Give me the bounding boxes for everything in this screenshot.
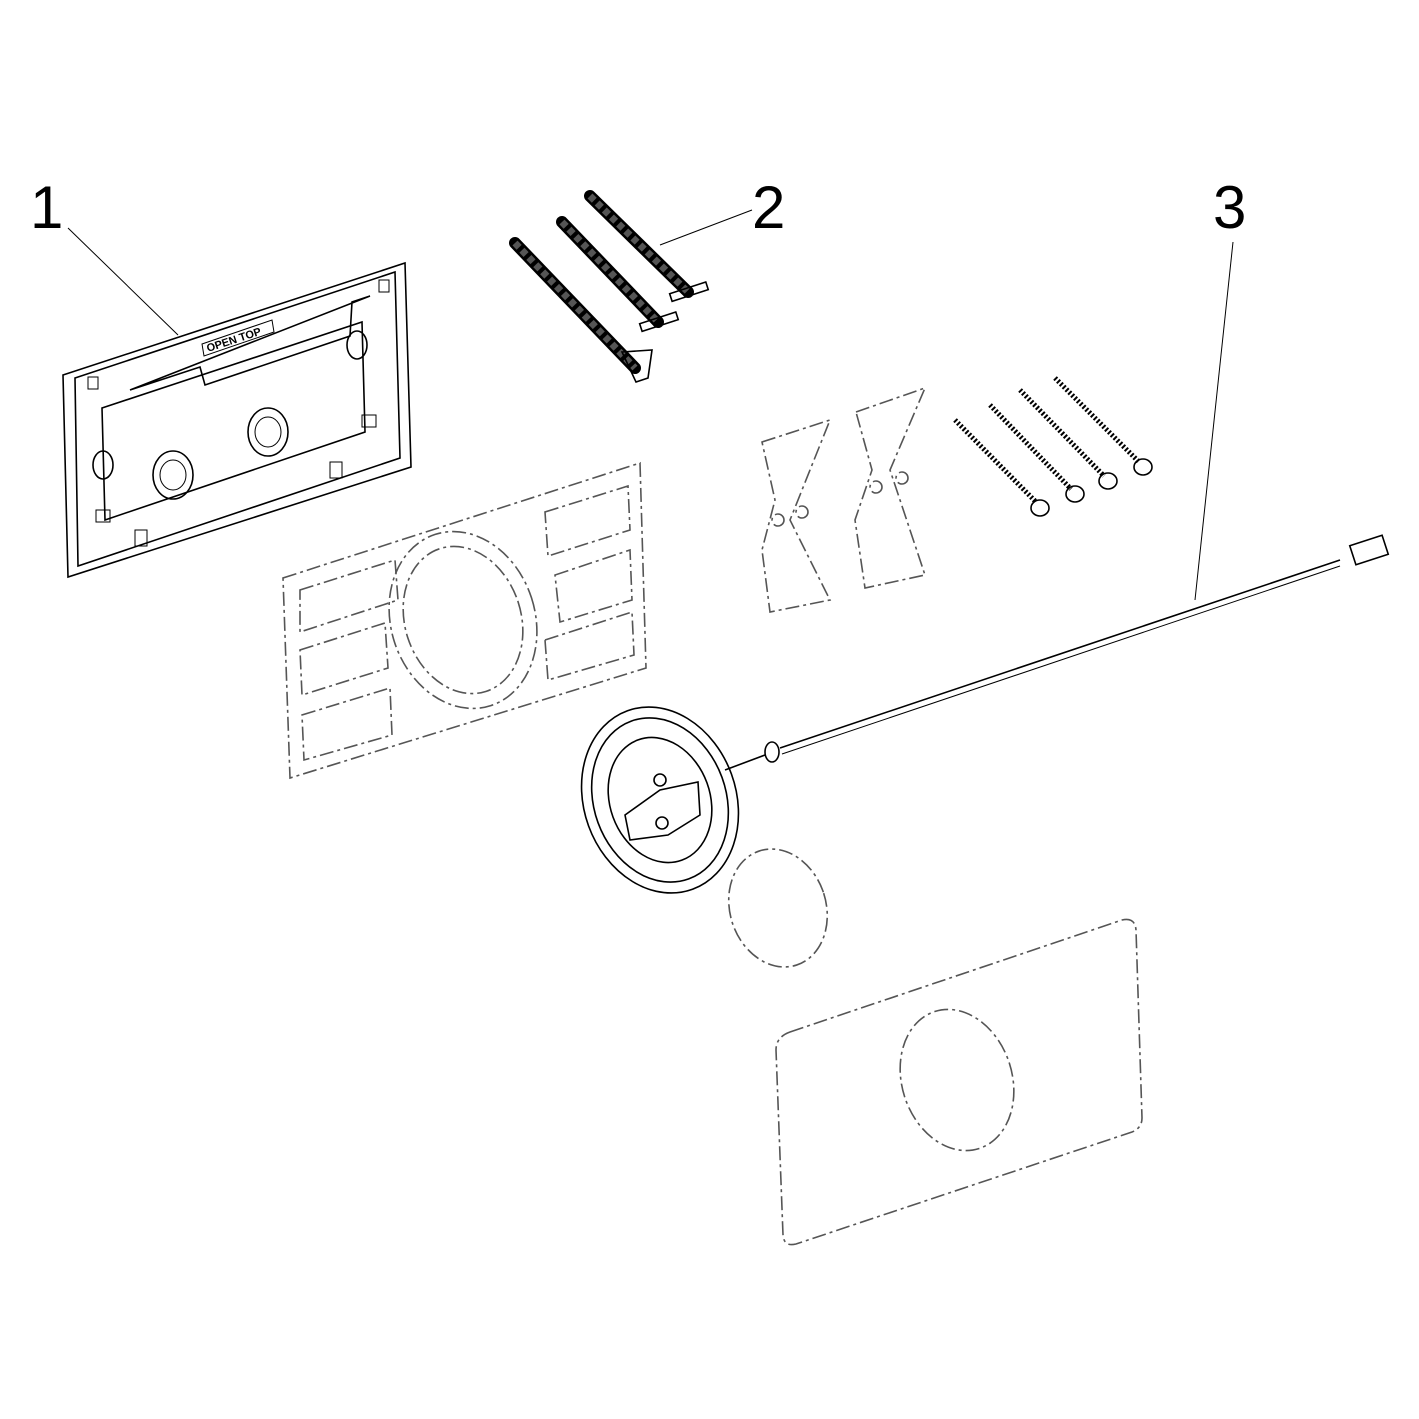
screw	[1053, 376, 1153, 476]
bracket-right	[854, 386, 927, 589]
screws	[953, 376, 1153, 517]
rod-2	[556, 216, 680, 333]
sensor-disc	[580, 706, 740, 894]
cover-plate	[775, 918, 1143, 1246]
mounting-brackets	[761, 386, 927, 613]
callout-3: 3	[1213, 174, 1246, 241]
screw	[988, 403, 1085, 503]
leader-line-3	[1194, 241, 1234, 601]
screw	[1018, 388, 1118, 490]
cable-connector	[1348, 534, 1390, 566]
leader-line-2	[659, 209, 753, 246]
frame-marking-text: OPEN TOP	[205, 326, 263, 355]
threaded-rods	[509, 190, 710, 383]
sensor-lens-cover	[727, 848, 829, 968]
callout-1: 1	[30, 174, 63, 241]
rod-3	[584, 190, 710, 303]
rod-1	[509, 237, 653, 383]
leader-line-1	[67, 227, 179, 336]
mounting-frame: OPEN TOP	[62, 261, 412, 579]
bracket-left	[761, 418, 832, 613]
installation-template	[282, 461, 647, 780]
callout-2: 2	[752, 174, 785, 241]
screw	[953, 418, 1050, 517]
sensor-with-cable	[580, 534, 1390, 894]
